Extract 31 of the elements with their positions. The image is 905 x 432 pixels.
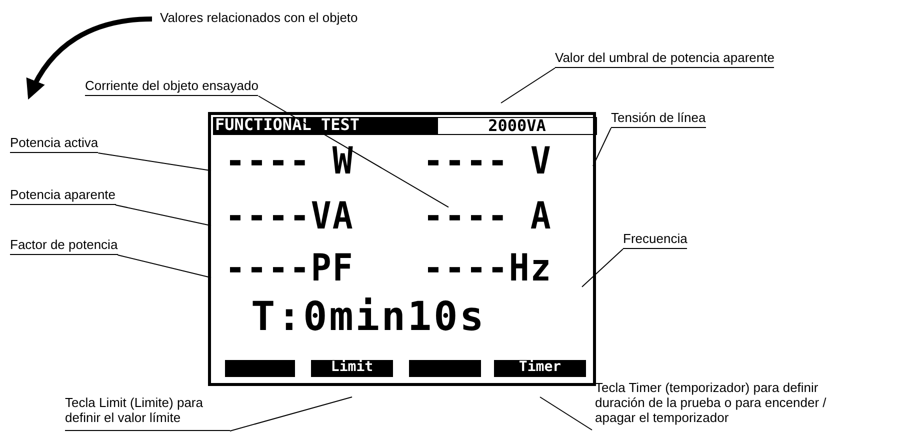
- softkey-label: Limit: [311, 360, 393, 377]
- curved-arrow: [27, 16, 152, 100]
- annotation-text: Valor del umbral de potencia aparente: [555, 50, 774, 68]
- softkey-bar: [409, 360, 481, 377]
- annotation-text: Valores relacionados con el objeto: [160, 10, 358, 28]
- annotation-text: Factor de potencia: [10, 237, 118, 255]
- reading-text: ---- V: [423, 142, 593, 190]
- leader-line: [230, 396, 352, 432]
- threshold-value: 2000VA: [437, 117, 597, 135]
- leader-line: [592, 128, 612, 166]
- timer-text: T:0min10s: [251, 297, 511, 341]
- annotation-text: Potencia aparente: [10, 187, 116, 205]
- reading-text: ---- W: [225, 142, 395, 190]
- annotation-text: Frecuencia: [623, 231, 688, 249]
- reading-text: ----Hz: [423, 250, 583, 296]
- leader-line: [500, 68, 556, 104]
- leader-line: [258, 96, 449, 208]
- lcd-screen: [208, 112, 596, 386]
- softkey-label: Timer: [494, 360, 586, 377]
- annotation-text: Tensión de línea: [611, 110, 706, 128]
- annotation-text: Corriente del objeto ensayado: [85, 78, 258, 96]
- annotation-text: Tecla Limit (Limite) para definir el valor límite: [65, 395, 230, 431]
- annotation-text: Potencia activa: [10, 135, 98, 153]
- softkey-bar: [225, 360, 295, 377]
- reading-text: ----VA: [225, 198, 395, 244]
- screen-title: FUNCTIONAL TEST: [213, 117, 437, 135]
- reading-text: ----PF: [225, 250, 395, 296]
- annotation-text: Tecla Timer (temporizador) para definir duración de la prueba o para encender / apagar el temporizador: [595, 380, 845, 430]
- leader-line: [582, 248, 624, 288]
- leader-line: [540, 396, 592, 430]
- reading-text: ---- A: [423, 198, 593, 244]
